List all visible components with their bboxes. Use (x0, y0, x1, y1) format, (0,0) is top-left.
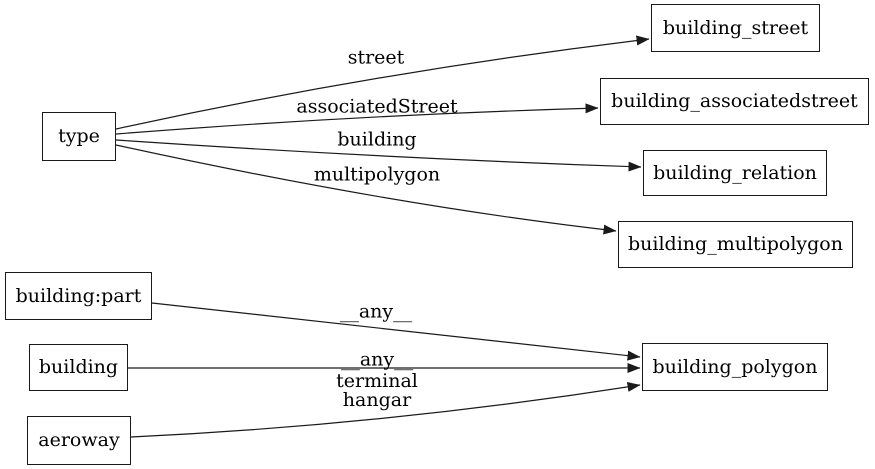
edge-building-part-to-building-polygon (151, 302, 641, 361)
node-building-multipolygon: building_multipolygon (618, 221, 853, 268)
node-type: type (42, 112, 116, 161)
node-building-multipolygon-label: building_multipolygon (628, 233, 843, 255)
edge-type-to-building-relation (115, 139, 642, 172)
edge-label-associatedstreet: associatedStreet (296, 95, 458, 118)
node-building-polygon: building_polygon (642, 343, 828, 391)
edge-type-to-building-multipolygon (115, 144, 617, 235)
edge-label-any-building-part: __any__ (339, 300, 413, 323)
edge-label-terminal-hangar: terminal hangar (336, 370, 418, 411)
node-aeroway: aeroway (27, 416, 131, 465)
edge-label-street: street (347, 46, 405, 69)
node-building: building (29, 344, 128, 391)
node-building-associatedstreet-label: building_associatedstreet (611, 90, 858, 112)
edge-aeroway-to-building-polygon (130, 382, 641, 438)
edge-label-any-building: __any__ (340, 348, 414, 371)
node-building-street: building_street (651, 4, 820, 52)
node-building-relation: building_relation (643, 150, 827, 196)
node-type-label: type (58, 125, 100, 147)
node-building-part: building:part (5, 272, 152, 320)
node-building-polygon-label: building_polygon (652, 355, 818, 378)
node-building-street-label: building_street (662, 16, 809, 39)
node-building-label: building (38, 356, 119, 378)
node-building-part-label: building:part (15, 284, 142, 307)
node-building-associatedstreet: building_associatedstreet (600, 78, 869, 125)
edge-type-to-building-street (115, 35, 650, 130)
edge-label-building: building (337, 128, 417, 151)
node-aeroway-label: aeroway (38, 429, 120, 451)
edge-label-multipolygon: multipolygon (313, 163, 441, 186)
edge-type-to-building-associatedstreet (115, 103, 599, 135)
node-building-relation-label: building_relation (653, 161, 817, 184)
